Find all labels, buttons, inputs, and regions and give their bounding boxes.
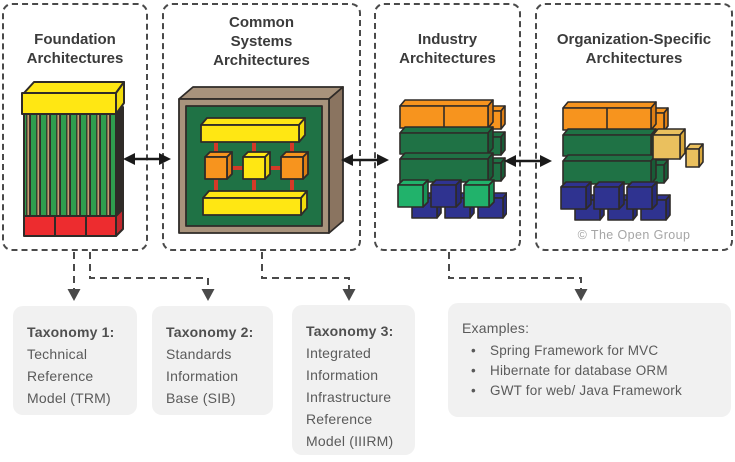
example-text: Spring Framework for MVC [490,343,659,358]
industry-architectures-box: Industry Architectures [374,3,521,251]
down-arrow-icon [574,289,588,301]
bullet-icon [471,361,476,381]
foundation-columns-graphic [21,81,125,237]
down-arrow-icon [201,289,215,301]
industry-blocks-graphic [397,99,507,219]
taxonomy-1-body: Technical Reference Model (TRM) [27,346,111,406]
taxonomy-3-body: Integrated Information Infrastructure Re… [306,345,394,449]
bullet-icon [471,341,476,361]
double-arrow-icon [123,153,171,165]
industry-architectures-title: Industry Architectures [399,31,496,67]
foundation-architectures-box: Foundation Architectures [2,3,148,251]
connector-to-examples [448,252,582,290]
down-arrow-icon [67,289,81,301]
common-systems-architectures-title: Common Systems Architectures [213,14,310,69]
foundation-architectures-title: Foundation Architectures [26,31,124,67]
organization-specific-architectures-title: Organization-Specific Architectures [556,31,712,67]
examples-heading: Examples: [462,320,530,336]
double-arrow-icon [504,155,552,167]
examples-box: Examples: Spring Framework for MVC Hiber… [448,303,731,417]
bullet-icon [471,381,476,401]
example-text: Hibernate for database ORM [490,363,668,378]
taxonomy-1-box: Taxonomy 1: Technical Reference Model (T… [13,306,137,415]
organization-specific-architectures-box: Organization-Specific Architectures [535,3,733,251]
examples-list: Spring Framework for MVC Hibernate for d… [462,341,719,401]
circuit-board-graphic [178,86,344,234]
connector-to-taxonomy-3 [261,252,350,290]
double-arrow-icon [341,154,389,166]
taxonomy-2-box: Taxonomy 2: Standards Information Base (… [152,306,273,415]
taxonomy-3-box: Taxonomy 3: Integrated Information Infra… [292,305,415,455]
taxonomy-3-heading: Taxonomy 3: [306,323,394,339]
copyright-notice: © The Open Group [577,228,691,242]
list-item: GWT for web/ Java Framework [462,381,719,401]
list-item: Spring Framework for MVC [462,341,719,361]
down-arrow-icon [342,289,356,301]
example-text: GWT for web/ Java Framework [490,383,682,398]
connector-to-taxonomy-2 [89,252,209,290]
common-systems-architectures-box: Common Systems Architectures [162,3,361,251]
taxonomy-2-body: Standards Information Base (SIB) [166,346,239,406]
organization-blocks-graphic [560,101,704,221]
taxonomy-1-heading: Taxonomy 1: [27,324,115,340]
taxonomy-2-heading: Taxonomy 2: [166,324,254,340]
list-item: Hibernate for database ORM [462,361,719,381]
